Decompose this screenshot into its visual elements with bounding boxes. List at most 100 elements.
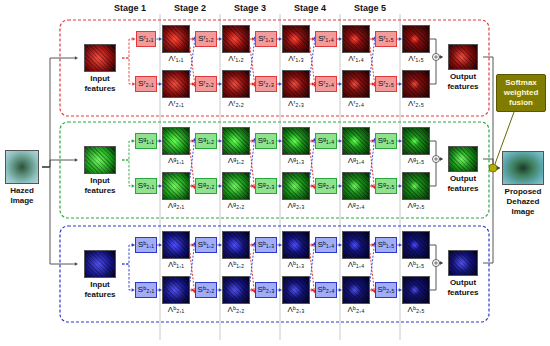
stage-block: Sʳ₁,₂: [195, 31, 216, 47]
connector-line: [250, 141, 252, 142]
arrowhead: [75, 158, 78, 162]
stage-label: Stage 2: [174, 3, 206, 13]
feature-image: [402, 172, 430, 200]
attention-map-node: Λʳ₁,₂: [222, 25, 250, 64]
connector-line: [42, 58, 75, 167]
feature-map-node: Input features: [78, 44, 122, 94]
feature-image: [222, 25, 250, 53]
stage-label: Stage 5: [354, 3, 386, 13]
connector-line: [277, 186, 278, 187]
node-label: Sᵍ₂,₂: [198, 181, 215, 191]
sum-symbol: [433, 156, 440, 163]
node-label: Λᵍ₁,₄: [342, 156, 370, 166]
attention-map-node: Λᵍ₁,₂: [222, 127, 250, 166]
node-label: Λᵇ₁,₂: [222, 260, 250, 270]
stage-block: Sʳ₂,₂: [195, 76, 217, 92]
feature-image: [448, 146, 478, 172]
connector-line: [337, 141, 339, 142]
connector-line: [250, 39, 252, 40]
arrowhead: [440, 157, 443, 161]
feature-image: [342, 172, 370, 200]
connector-line: [370, 84, 372, 85]
attention-map-node: Λᵇ₁,₂: [222, 231, 250, 270]
attention-map-node: Λʳ₂,₄: [342, 70, 370, 109]
connector-line: [250, 245, 252, 246]
connector-line: [190, 290, 191, 291]
attention-map-node: Λʳ₂,₂: [222, 70, 250, 109]
stage-block: Sᵍ₁,₃: [255, 133, 278, 149]
attention-map-node: Λᵇ₁,₄: [342, 231, 370, 270]
node-label: Sᵍ₂,₁: [138, 181, 154, 191]
connector-line: [397, 245, 399, 246]
stage-block: Sᵇ₂,₄: [315, 282, 338, 298]
attention-map-node: Λᵍ₁,₃: [282, 127, 310, 166]
connector-line: [337, 186, 338, 187]
node-label: Λʳ₁,₄: [342, 54, 370, 64]
stage-block: Sᵇ₁,₁: [135, 237, 157, 253]
connector-line: [370, 149, 374, 186]
node-label: Softmax weighted fusion: [499, 78, 543, 108]
connector-line: [277, 290, 278, 291]
connector-line: [250, 39, 255, 76]
stage-block: Sʳ₂,₁: [135, 76, 156, 92]
connector-line: [370, 141, 372, 142]
fusion-dot: [489, 164, 497, 172]
node-label: Λʳ₁,₂: [222, 54, 250, 64]
node-label: Sᵍ₁,₅: [378, 136, 395, 146]
feature-map-node: Output features: [443, 250, 483, 298]
node-label: Λᵍ₂,₁: [162, 201, 190, 211]
node-label: Sᵇ₁,₂: [198, 240, 214, 250]
connector-line: [370, 39, 375, 76]
feature-image: [402, 25, 430, 53]
blue-channel-group: [60, 226, 489, 322]
attention-map-node: Λᵍ₁,₁: [162, 127, 190, 166]
node-label: Sᵍ₂,₄: [318, 181, 335, 191]
connector-line: [277, 39, 279, 40]
connector-line: [483, 57, 497, 168]
feature-image: [282, 276, 310, 304]
connector-line: [190, 39, 195, 76]
connector-line: [217, 290, 218, 291]
connector-line: [157, 290, 159, 291]
attention-map-node: Λᵍ₁,₅: [402, 127, 430, 166]
connector: [483, 166, 500, 263]
node-label: Output features: [443, 72, 483, 92]
connector-line: [277, 245, 279, 246]
connector-line: [190, 253, 194, 290]
feature-image: [282, 70, 310, 98]
node-label: Λʳ₂,₄: [342, 99, 370, 109]
connector-line: [370, 253, 374, 290]
connector-line: [190, 84, 192, 85]
stage-block: Sᵍ₂,₁: [135, 178, 157, 194]
connector-line: [370, 39, 372, 40]
stage-block: Sᵍ₂,₄: [315, 178, 338, 194]
stage-block: Sᵇ₁,₂: [195, 237, 217, 253]
node-label: Sᵍ₁,₁: [138, 136, 154, 146]
node-label: Sʳ₂,₄: [318, 79, 334, 89]
stage-block: Sʳ₁,₃: [255, 31, 276, 47]
attention-map-node: Λᵍ₁,₄: [342, 127, 370, 166]
node-label: Λᵍ₂,₂: [222, 201, 250, 211]
connector: [42, 167, 78, 266]
node-label: Sᵇ₁,₄: [318, 240, 335, 250]
connector-line: [397, 290, 398, 291]
feature-image: [282, 25, 310, 53]
connector-line: [122, 160, 132, 186]
node-label: Λᵇ₁,₄: [342, 260, 370, 270]
stage-block: Sᵇ₁,₃: [255, 237, 278, 253]
node-label: Input features: [78, 280, 122, 300]
connector-line: [370, 47, 375, 84]
connector-line: [337, 290, 338, 291]
sum-symbol: [433, 54, 440, 61]
attention-map-node: Λᵇ₂,₅: [402, 276, 430, 315]
feature-image: [342, 276, 370, 304]
feature-image: [402, 127, 430, 155]
node-label: Sᵍ₁,₂: [198, 136, 214, 146]
node-label: Sʳ₁,₁: [139, 34, 154, 44]
feature-image: [282, 127, 310, 155]
connector: [122, 37, 136, 58]
feature-image: [222, 276, 250, 304]
connector-line: [190, 141, 194, 178]
feature-image: [222, 172, 250, 200]
